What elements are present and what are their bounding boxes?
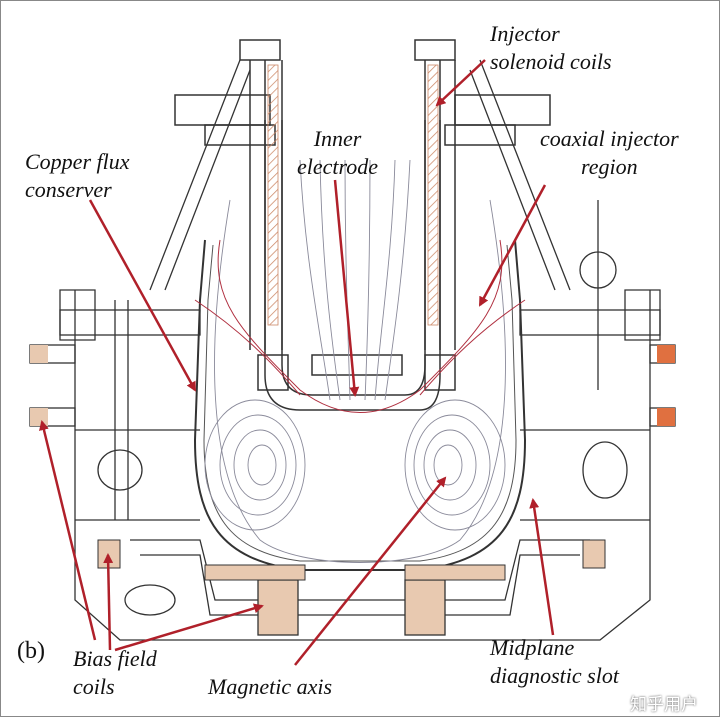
separatrix [194,239,526,413]
port-tip [30,345,48,363]
arrow-coaxial-region [478,184,547,307]
arrow-magnetic-axis [294,476,447,666]
arrow-bias-coils-2 [103,553,114,651]
injector-solenoid-left [267,64,279,326]
arrow-bias-coils-3 [114,603,264,652]
arrow-inner-electrode [333,179,360,397]
arrow-copper-flux [88,199,197,392]
label-bias-coils: Bias field coils [73,646,157,699]
watermark: 知乎用户 [630,695,698,715]
port-tip [657,408,675,426]
label-magnetic-axis: Magnetic axis [208,674,333,699]
flux-conserver [193,239,527,571]
arrow-midplane-slot [529,498,555,636]
label-copper-flux: Copper flux conserver [25,149,130,202]
bias-field-coils [97,539,606,636]
flux-surfaces [204,159,506,563]
label-inner-electrode: Inner electrode [297,126,379,179]
panel-id: (b) [17,638,45,664]
port-tip [657,345,675,363]
annotation-arrows [39,59,555,666]
injector-solenoid-right [427,64,439,326]
arrow-injector-solenoid [435,59,486,107]
label-coaxial-region: coaxial injector region [540,126,679,179]
port-tip [30,408,48,426]
arrow-bias-coils-1 [39,420,97,641]
label-injector-solenoid: Injector solenoid coils [490,21,612,74]
flux-conserver-inner [203,244,517,562]
label-midplane-slot: Midplane diagnostic slot [490,635,619,688]
